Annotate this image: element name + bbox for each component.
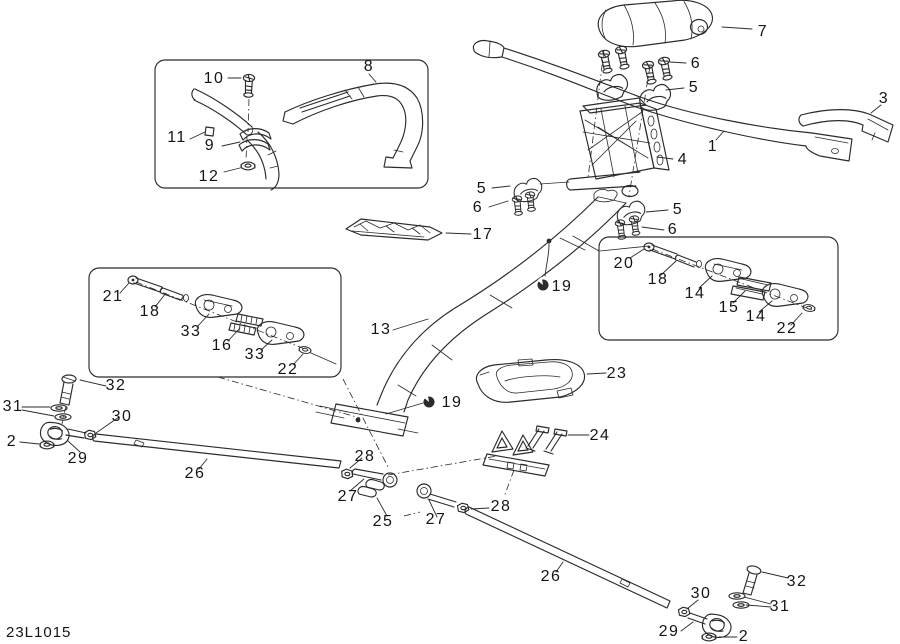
callout-10-7: 10 — [204, 70, 225, 87]
callout-6-15: 6 — [668, 221, 678, 238]
callout-23-42: 23 — [607, 365, 628, 382]
grease-icon — [423, 393, 435, 408]
callout-12-10: 12 — [199, 168, 220, 185]
detail-box-left-linkage — [88, 267, 342, 378]
callout-29-34: 29 — [68, 450, 89, 467]
support-plate-drawing — [345, 218, 443, 241]
detail-box-right-linkage — [598, 236, 839, 341]
grip-end-drawing — [798, 109, 894, 143]
callout-22-29: 22 — [278, 361, 299, 378]
callout-32-30: 32 — [106, 377, 127, 394]
callout-25-38: 25 — [373, 513, 394, 530]
callout-14-18: 14 — [685, 285, 706, 302]
callout-5-2: 5 — [689, 79, 699, 96]
callout-19-22: 19 — [552, 278, 573, 295]
callout-17-13: 17 — [473, 226, 494, 243]
grease-icons — [423, 276, 549, 408]
grease-point-marker — [355, 417, 361, 423]
diagram-code: 23L1015 — [6, 624, 72, 641]
callout-18-17: 18 — [648, 271, 669, 288]
callout-30-45: 30 — [691, 585, 712, 602]
grease-icon — [537, 276, 549, 291]
callout-5-11: 5 — [477, 180, 487, 197]
hook-box-contents-drawing — [191, 73, 424, 191]
callout-5-14: 5 — [673, 201, 683, 218]
callout-7-0: 7 — [758, 23, 768, 40]
callout-27-39: 27 — [426, 511, 447, 528]
callout-28-40: 28 — [491, 498, 512, 515]
detail-boxes — [88, 59, 839, 378]
callout-4-5: 4 — [678, 151, 688, 168]
callout-33-26: 33 — [181, 323, 202, 340]
steering-column-drawing — [315, 196, 627, 437]
grease-point-marker — [546, 238, 552, 244]
right-linkage-box-contents-drawing — [572, 235, 816, 313]
leader-lines — [19, 26, 882, 638]
detail-box-hook — [154, 59, 429, 189]
clip-square-11 — [204, 126, 215, 137]
callout-26-35: 26 — [185, 465, 206, 482]
callout-1-4: 1 — [708, 138, 718, 155]
tie-rod-linkage-drawing — [38, 374, 762, 642]
callout-8-6: 8 — [364, 58, 374, 75]
callout-28-36: 28 — [355, 448, 376, 465]
callout-29-48: 29 — [659, 623, 680, 640]
callout-20-16: 20 — [614, 255, 635, 272]
callout-24-43: 24 — [590, 427, 611, 444]
callout-15-19: 15 — [719, 299, 740, 316]
callout-26-44: 26 — [541, 568, 562, 585]
callout-11-8: 11 — [167, 129, 187, 146]
callout-16-27: 16 — [212, 337, 233, 354]
riser-block-drawing — [539, 49, 670, 203]
callout-19-41: 19 — [442, 394, 463, 411]
callout-31-31: 31 — [3, 398, 24, 415]
callout-30-32: 30 — [112, 408, 133, 425]
cover-plate-drawing — [475, 358, 586, 403]
callout-13-23: 13 — [371, 321, 392, 338]
callout-2-33: 2 — [7, 433, 17, 450]
callout-9-9: 9 — [205, 137, 215, 154]
callout-21-24: 21 — [103, 288, 124, 305]
left-linkage-box-contents-drawing — [127, 275, 337, 365]
callout-6-1: 6 — [691, 55, 701, 72]
callout-2-49: 2 — [739, 628, 749, 644]
callout-22-21: 22 — [777, 320, 798, 337]
callout-32-46: 32 — [787, 573, 808, 590]
handlebar-pad-drawing — [597, 0, 714, 48]
callout-27-37: 27 — [338, 488, 359, 505]
callout-6-12: 6 — [473, 199, 483, 216]
callout-3-3: 3 — [879, 90, 889, 107]
callout-33-28: 33 — [245, 346, 266, 363]
callout-18-25: 18 — [140, 303, 161, 320]
construction-lines — [217, 376, 515, 517]
steering-arm-bracket-drawing — [482, 425, 568, 477]
callout-31-47: 31 — [770, 598, 791, 615]
callout-14-20: 14 — [746, 308, 767, 325]
